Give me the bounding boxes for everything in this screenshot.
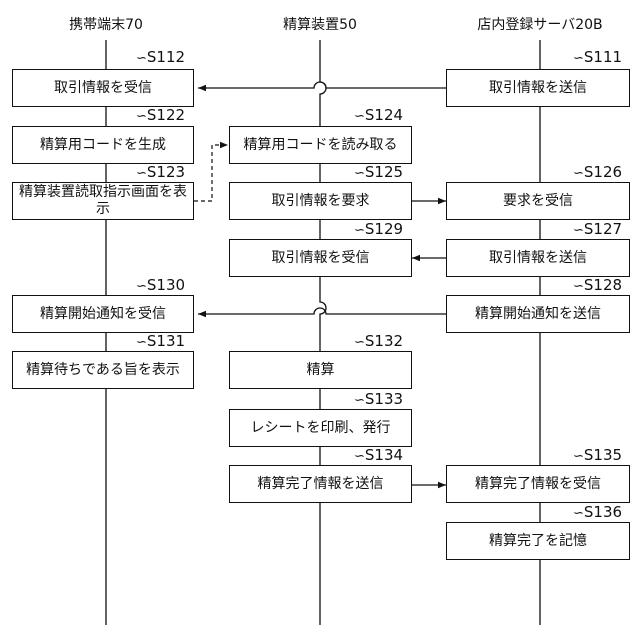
- box-s136: 精算完了を記憶: [446, 522, 630, 560]
- box-s127: 取引情報を送信: [446, 239, 630, 277]
- box-s134: 精算完了情報を送信: [229, 465, 412, 503]
- step-id-s131: ∽S131: [136, 332, 185, 350]
- step-id-s123: ∽S123: [136, 163, 185, 181]
- box-s111: 取引情報を送信: [446, 69, 630, 107]
- box-s123: 精算装置読取指示画面を表示: [12, 182, 194, 220]
- box-s128: 精算開始通知を送信: [446, 295, 630, 333]
- box-s132: 精算: [229, 351, 412, 389]
- step-id-s133: ∽S133: [354, 390, 403, 408]
- step-id-s132: ∽S132: [354, 332, 403, 350]
- box-s131: 精算待ちである旨を表示: [12, 351, 194, 389]
- box-s133: レシートを印刷、発行: [229, 409, 412, 447]
- step-id-s135: ∽S135: [573, 446, 622, 464]
- step-id-s111: ∽S111: [573, 48, 622, 66]
- step-id-s128: ∽S128: [573, 276, 622, 294]
- step-id-s124: ∽S124: [354, 106, 403, 124]
- step-id-s136: ∽S136: [573, 503, 622, 521]
- box-s135: 精算完了情報を受信: [446, 465, 630, 503]
- arrow-s123-to-s124-dashed: [194, 145, 228, 201]
- arrow-s111-to-s112: [198, 82, 446, 88]
- step-id-s126: ∽S126: [573, 163, 622, 181]
- box-s124: 精算用コードを読み取る: [229, 126, 412, 164]
- step-id-s125: ∽S125: [354, 163, 403, 181]
- box-s112: 取引情報を受信: [12, 69, 194, 107]
- box-s126: 要求を受信: [446, 182, 630, 220]
- step-id-s122: ∽S122: [136, 106, 185, 124]
- box-s122: 精算用コードを生成: [12, 126, 194, 164]
- box-s125: 取引情報を要求: [229, 182, 412, 220]
- step-id-s130: ∽S130: [136, 276, 185, 294]
- box-s130: 精算開始通知を受信: [12, 295, 194, 333]
- step-id-s127: ∽S127: [573, 220, 622, 238]
- step-id-s134: ∽S134: [354, 446, 403, 464]
- box-s129: 取引情報を受信: [229, 239, 412, 277]
- step-id-s129: ∽S129: [354, 220, 403, 238]
- step-id-s112: ∽S112: [136, 48, 185, 66]
